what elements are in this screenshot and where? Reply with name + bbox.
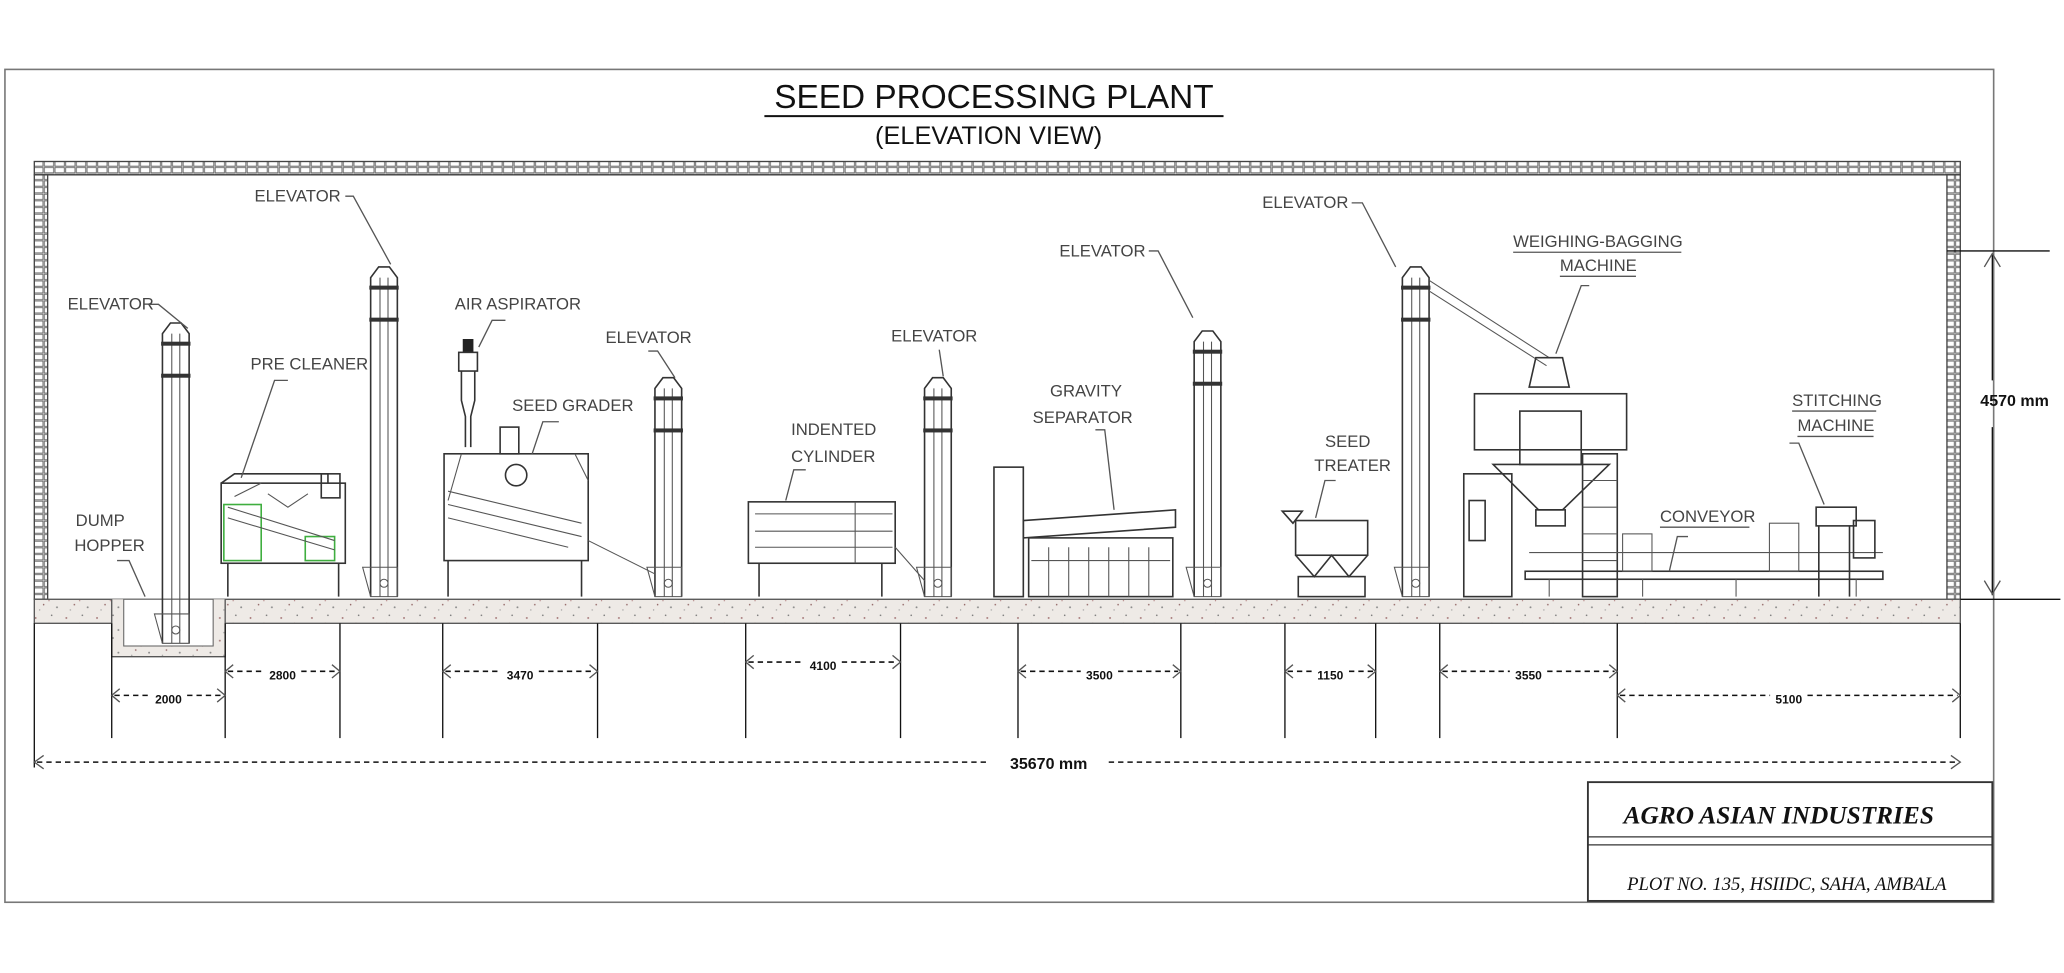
bucket-elevator xyxy=(646,376,683,598)
dimension-segment: 2800 xyxy=(224,664,341,682)
label-seed-treater-2: TREATER xyxy=(1314,456,1391,475)
label-conveyor: CONVEYOR xyxy=(1660,507,1755,526)
dimension-segment: 3550 xyxy=(1438,664,1619,682)
company-address: PLOT NO. 135, HSIIDC, SAHA, AMBALA xyxy=(1626,874,1947,895)
dimension-value: 2800 xyxy=(269,668,296,682)
dimension-lines: 2000 2800 3470 4100 3500 1150 3550 5100 xyxy=(33,623,1962,768)
dimension-segment: 5100 xyxy=(1616,688,1962,706)
label-weighing-bagging: WEIGHING-BAGGING xyxy=(1513,232,1683,251)
left-wall xyxy=(33,174,49,600)
dimension-segment: 3470 xyxy=(441,664,599,682)
bucket-elevator xyxy=(915,376,953,598)
label-elevator-1: ELEVATOR xyxy=(68,295,154,314)
dimension-value: 1150 xyxy=(1317,668,1343,682)
dimension-segment: 2000 xyxy=(110,688,227,706)
label-gravity-separator-2: SEPARATOR xyxy=(1033,408,1133,427)
dimension-segment: 4100 xyxy=(744,654,902,673)
conveyor-machine xyxy=(1524,522,1884,597)
right-wall xyxy=(1946,174,1961,600)
label-elevator-5: ELEVATOR xyxy=(1059,241,1145,260)
floor-slab xyxy=(33,598,1961,624)
label-stitching-machine: STITCHING xyxy=(1792,391,1882,410)
label-dump-hopper-2: HOPPER xyxy=(74,536,144,555)
label-elevator-2: ELEVATOR xyxy=(255,187,341,206)
dimension-value: 3500 xyxy=(1086,668,1113,682)
indented-cylinder-machine xyxy=(747,501,925,597)
dimension-segment: 1150 xyxy=(1283,664,1377,682)
label-pre-cleaner: PRE CLEANER xyxy=(251,355,369,374)
company-name: AGRO ASIAN INDUSTRIES xyxy=(1622,802,1934,830)
bucket-elevator xyxy=(1185,330,1223,598)
height-dimension: 4570 mm xyxy=(1946,250,2061,600)
label-weighing-bagging-2: MACHINE xyxy=(1560,256,1637,275)
label-indented-cylinder: INDENTED xyxy=(791,420,876,439)
seed-treater-machine xyxy=(1280,510,1369,598)
label-elevator-6: ELEVATOR xyxy=(1262,193,1348,212)
title-block: AGRO ASIAN INDUSTRIES PLOT NO. 135, HSII… xyxy=(1586,781,1994,902)
dimension-value: 3470 xyxy=(507,668,534,682)
dimension-value: 4100 xyxy=(810,659,837,673)
total-length: 35670 mm xyxy=(1010,756,1087,773)
drawing-title: SEED PROCESSING PLANT xyxy=(774,79,1213,116)
bucket-elevator xyxy=(361,266,399,598)
air-aspirator-machine xyxy=(457,339,479,448)
label-gravity-separator: GRAVITY xyxy=(1050,381,1122,400)
label-air-aspirator: AIR ASPIRATOR xyxy=(455,295,581,314)
label-stitching-machine-2: MACHINE xyxy=(1797,416,1874,435)
gravity-separator-machine xyxy=(993,466,1177,598)
weighing-bagging-machine xyxy=(1428,279,1628,598)
dimension-segment: 3500 xyxy=(1016,664,1182,682)
pre-cleaner-machine xyxy=(220,473,347,597)
seed-grader-machine xyxy=(443,426,656,597)
total-dimension: 35670 mm xyxy=(33,754,1962,773)
dimension-value: 3550 xyxy=(1515,668,1542,682)
label-elevator-4: ELEVATOR xyxy=(891,327,977,346)
label-indented-cylinder-2: CYLINDER xyxy=(791,447,875,466)
label-seed-treater: SEED xyxy=(1325,432,1370,451)
equipment-labels: ELEVATOR ELEVATOR ELEVATOR ELEVATOR ELEV… xyxy=(68,187,1882,597)
roof-wall xyxy=(33,160,1961,176)
dimension-value: 5100 xyxy=(1775,692,1802,706)
building-height: 4570 mm xyxy=(1980,393,2048,410)
label-elevator-3: ELEVATOR xyxy=(606,328,692,347)
bucket-elevator xyxy=(1393,266,1431,598)
label-seed-grader: SEED GRADER xyxy=(512,396,633,415)
dimension-value: 2000 xyxy=(155,692,182,706)
label-dump-hopper: DUMP xyxy=(76,511,125,530)
elevators xyxy=(153,266,1431,644)
bucket-elevator xyxy=(153,322,191,644)
drawing-subtitle: (ELEVATION VIEW) xyxy=(875,122,1102,150)
stitching-machine xyxy=(1815,506,1876,597)
sheet-border xyxy=(4,68,1995,904)
building xyxy=(33,160,1961,658)
